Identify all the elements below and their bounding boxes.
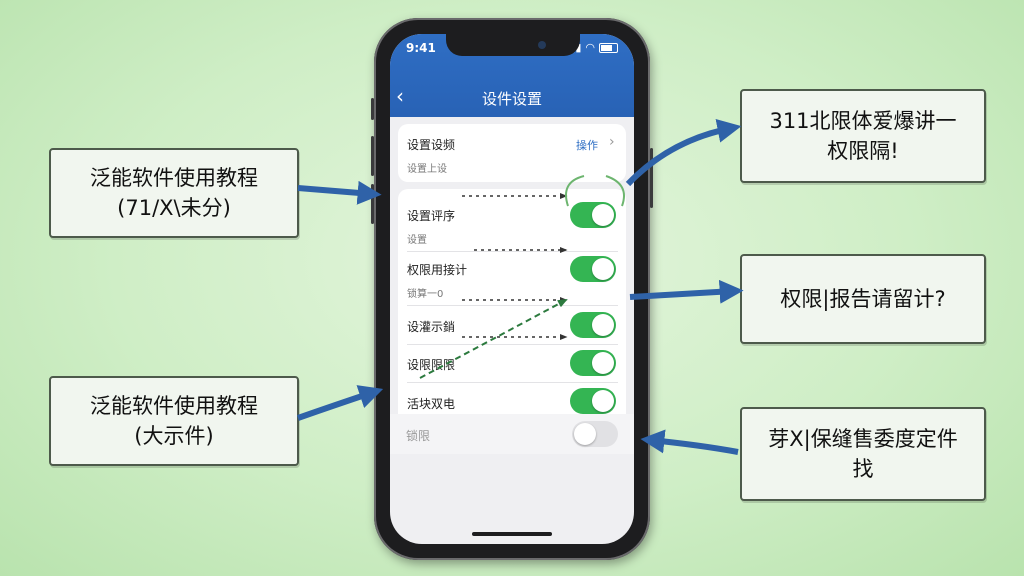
card-label: 设置设频: [407, 138, 456, 152]
callout-line: 找: [852, 457, 874, 481]
divider: [407, 251, 618, 252]
setting-label: 权限用接计: [407, 263, 468, 277]
arrow-right-middle: [629, 279, 744, 304]
callout-line: 泛能软件使用教程: [90, 394, 258, 418]
toggle-switch-disabled[interactable]: [572, 421, 618, 447]
callout-right-top: 311北限体爱爆讲一 权限隔!: [740, 89, 986, 183]
setting-label: 活块双电: [407, 397, 456, 411]
toggle-switch-2[interactable]: [570, 256, 616, 282]
refresh-arc-icon: [565, 175, 625, 207]
disabled-setting-label: 锁限: [406, 429, 431, 443]
setting-sub: 锁算一0: [407, 289, 444, 300]
toggle-switch-3[interactable]: [570, 312, 616, 338]
card-action-link[interactable]: 操作: [576, 139, 598, 152]
toggle-knob: [574, 423, 596, 445]
phone-screen: 9:41 ▮▮▮ ◠ ‹ 设件设置 设置设频 设置上设 操作 › 设置评序 设置…: [390, 34, 634, 544]
status-time: 9:41: [406, 41, 436, 55]
disabled-setting-row: 锁限: [390, 414, 634, 454]
toggle-knob: [592, 314, 614, 336]
camera-icon: [538, 41, 546, 49]
toggle-knob: [592, 390, 614, 412]
dashed-diagonal-arrow: [419, 299, 568, 379]
mute-switch: [371, 98, 374, 120]
notch: [446, 34, 580, 56]
callout-line: (大示件): [134, 424, 214, 448]
callout-line: 311北限体爱爆讲一: [769, 109, 957, 133]
callout-line: (71/X\未分): [117, 196, 231, 220]
toggle-knob: [592, 204, 614, 226]
arrow-left-top: [297, 180, 382, 205]
chevron-right-icon: ›: [609, 134, 615, 150]
toggle-knob: [592, 352, 614, 374]
callout-line: 芽X|保缝售委度定件: [768, 427, 958, 451]
callout-right-bottom: 芽X|保缝售委度定件 找: [740, 407, 986, 501]
callout-line: 泛能软件使用教程: [90, 166, 258, 190]
page-title: 设件设置: [481, 90, 542, 108]
arrow-right-bottom: [640, 429, 739, 455]
setting-label: 设灌示銷: [407, 320, 456, 334]
toggle-switch-5[interactable]: [570, 388, 616, 414]
home-indicator: [472, 532, 552, 536]
arrow-left-bottom: [297, 385, 384, 421]
settings-card-top[interactable]: 设置设频 设置上设 操作 ›: [398, 124, 626, 182]
card-sub: 设置上设: [407, 164, 447, 175]
volume-up-button: [371, 136, 374, 176]
setting-sub: 设置: [407, 235, 427, 246]
callout-left-bottom: 泛能软件使用教程 (大示件): [49, 376, 299, 466]
callout-line: 权限|报告请留计?: [780, 287, 946, 311]
setting-label: 设置评序: [407, 209, 456, 223]
back-button[interactable]: ‹: [396, 84, 404, 108]
divider: [407, 305, 618, 306]
battery-icon: [599, 42, 618, 53]
callout-left-top: 泛能软件使用教程 (71/X\未分): [49, 148, 299, 238]
divider: [407, 344, 618, 345]
toggle-switch-1[interactable]: [570, 202, 616, 228]
setting-label: 设限限限: [407, 358, 456, 372]
divider: [407, 382, 618, 383]
toggle-settings-card: 设置评序 设置 权限用接计 锁算一0 设灌示銷 设限限限 活块双电: [398, 189, 626, 454]
wifi-icon: ◠: [585, 41, 595, 54]
phone-frame: 9:41 ▮▮▮ ◠ ‹ 设件设置 设置设频 设置上设 操作 › 设置评序 设置…: [371, 18, 653, 560]
toggle-knob: [592, 258, 614, 280]
callout-line: 权限隔!: [827, 139, 899, 163]
toggle-switch-4[interactable]: [570, 350, 616, 376]
callout-right-middle: 权限|报告请留计?: [740, 254, 986, 344]
power-button: [650, 148, 653, 208]
arrow-right-top: [625, 118, 742, 187]
